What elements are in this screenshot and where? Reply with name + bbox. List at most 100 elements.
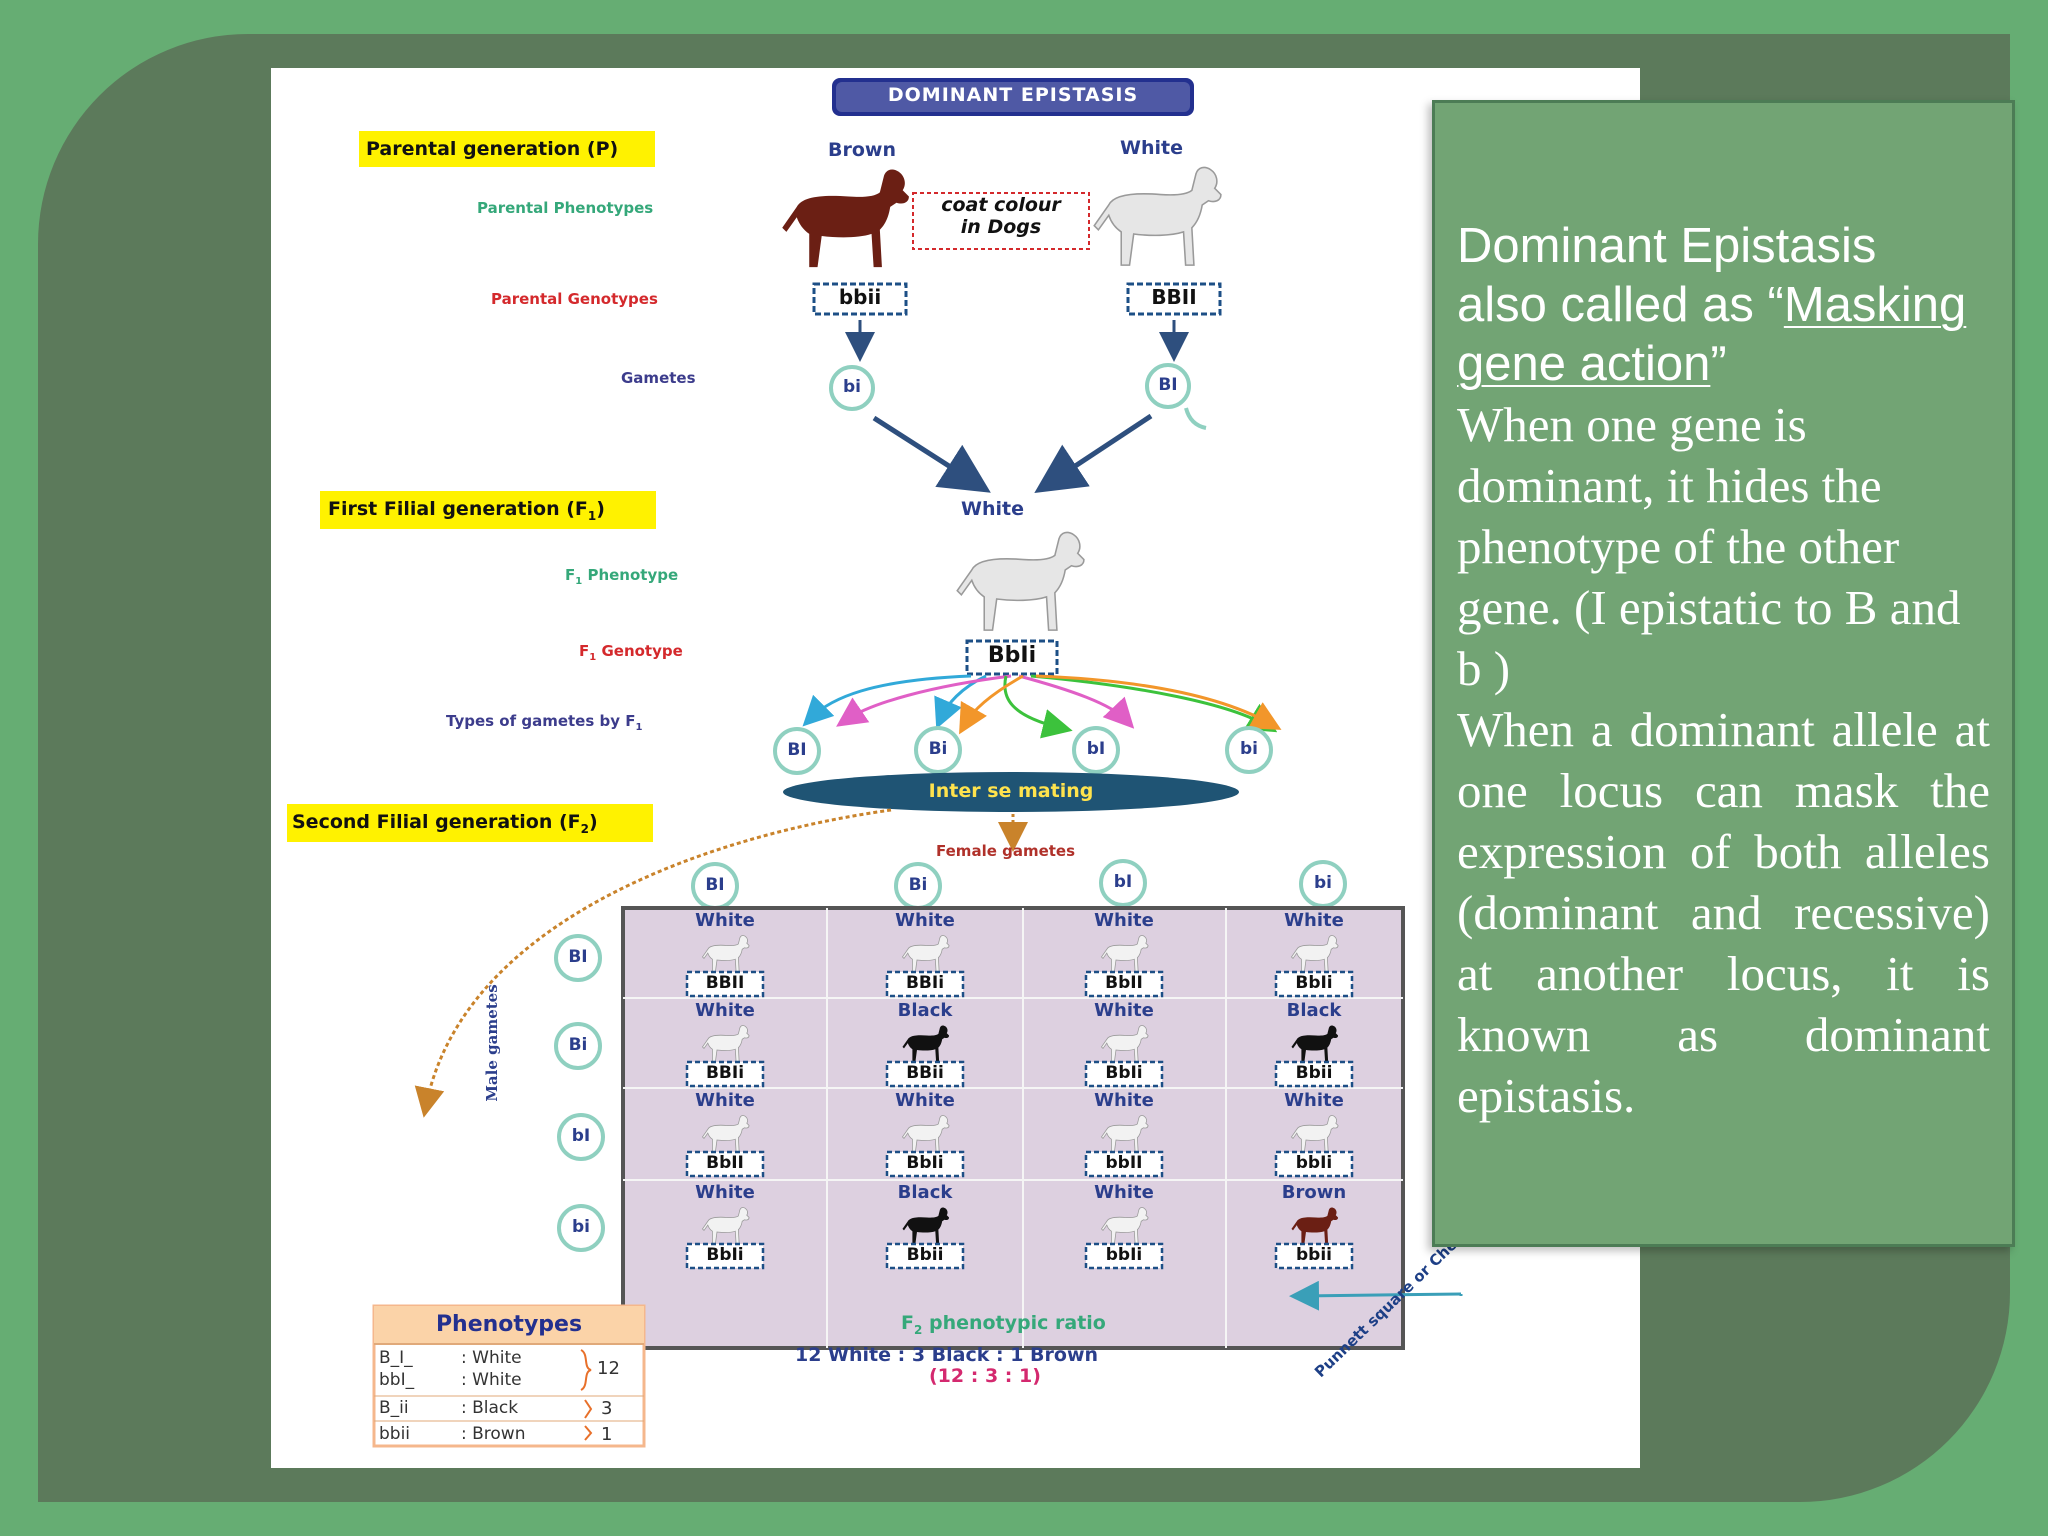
explanation-text-box: Dominant Epistasis also called as “Maski… [1432, 100, 2015, 1247]
para2-line4: (dominant and recessive) [1457, 885, 1990, 940]
punnett-phenotype: White [895, 1090, 955, 1111]
count-12: 12 [597, 1358, 620, 1379]
title-pill [832, 78, 1194, 116]
f1-gamete-2: Bi [928, 739, 948, 759]
punnett-phenotype: Black [897, 1182, 953, 1203]
punnett-genotype: BbII [1105, 973, 1143, 993]
punnett-phenotype: White [1094, 1090, 1154, 1111]
punnett-genotype: BBII [705, 973, 745, 993]
male-gamete-1: BI [568, 947, 588, 967]
phenotype-box-phenotype: : Black [461, 1398, 519, 1418]
parental-generation-highlight [359, 131, 655, 167]
parental-phenotypes-label: Parental Phenotypes [477, 199, 654, 217]
gene-action-link: gene action [1457, 337, 1711, 391]
white-label: White [1120, 137, 1183, 159]
para1-line3: phenotype of the other [1457, 519, 1900, 574]
gamete-BI-circle [1145, 363, 1191, 409]
punnett-genotype: bbII [1105, 1153, 1143, 1173]
punnett-phenotype: Black [1286, 1000, 1342, 1021]
para1-line4: gene. (I epistatic to B and [1457, 580, 1961, 635]
count-1: 1 [601, 1424, 613, 1445]
heading-line2: also called as “Masking [1457, 278, 1967, 332]
punnett-phenotype: White [695, 1000, 755, 1021]
punnett-genotype: bbii [1296, 1245, 1332, 1265]
para2-line2: one locus can mask the [1457, 763, 1990, 818]
punnett-phenotype: White [895, 910, 955, 931]
bbii-genotype-box [812, 282, 908, 316]
f1-phenotype-label: F1 Phenotype [565, 566, 679, 587]
female-gametes-label: Female gametes [936, 842, 1076, 860]
inter-se-mating-label: Inter se mating [928, 780, 1094, 802]
punnett-genotype: BbIi [1105, 1063, 1143, 1083]
brown-dog-icon [782, 169, 909, 268]
punnett-phenotype: White [1094, 1182, 1154, 1203]
punnett-phenotype: White [1094, 1000, 1154, 1021]
f1-genotype-label: F1 Genotype [579, 642, 683, 663]
ratio-numeric: (12 : 3 : 1) [929, 1365, 1041, 1387]
heading-line3: gene action” [1457, 337, 1727, 391]
coat-colour-line2: in Dogs [960, 216, 1042, 238]
gamete-bi-circle [829, 365, 875, 411]
punnett-genotype: Bbii [1295, 1063, 1333, 1083]
para1-line5: b ) [1457, 641, 1511, 696]
dominant-epistasis-diagram: DOMINANT EPISTASIS Parental generation (… [271, 68, 1640, 1468]
phenotype-box-genotype: bbI_ [379, 1370, 415, 1390]
punnett-genotype: BbII [706, 1153, 744, 1173]
para2-line5: at another locus, it is [1457, 946, 1990, 1001]
punnett-genotype: bbIi [1295, 1153, 1333, 1173]
para2-line6: known as dominant [1457, 1007, 1990, 1062]
gametes-label: Gametes [621, 369, 696, 387]
phenotype-box-genotype: B_ii [379, 1398, 409, 1418]
f1-gamete-4: bi [1240, 739, 1258, 759]
female-gamete-4: bi [1314, 873, 1332, 893]
first-filial-label: First Filial generation (F1) [328, 498, 605, 523]
gamete-bi: bi [843, 377, 861, 397]
punnett-phenotype: Brown [1281, 1182, 1347, 1203]
phenotypes-box-title: Phenotypes [435, 1312, 583, 1337]
inter-se-ellipse [783, 772, 1239, 812]
parental-generation-label: Parental generation (P) [366, 138, 619, 160]
coat-colour-box [912, 192, 1090, 250]
punnett-genotype: BbIi [1295, 973, 1333, 993]
para2-line1: When a dominant allele at [1457, 702, 1990, 757]
para1-line2: dominant, it hides the [1457, 458, 1882, 513]
male-gamete-3: bI [571, 1126, 591, 1146]
phenotype-box-genotype: B_I_ [379, 1348, 413, 1368]
types-of-gametes-label: Types of gametes by F1 [446, 712, 643, 733]
punnett-phenotype: White [1284, 910, 1344, 931]
phenotype-box-phenotype: : White [461, 1370, 522, 1390]
punnett-genotype: BbIi [906, 1153, 944, 1173]
brown-label: Brown [828, 139, 896, 161]
masking-link: Masking [1783, 278, 1967, 332]
f1-genotype-box [965, 639, 1059, 676]
second-filial-label: Second Filial generation (F2) [292, 811, 598, 836]
count-3: 3 [601, 1398, 613, 1419]
f2-highlight [287, 804, 653, 842]
coat-colour-line1: coat colour [941, 194, 1061, 216]
BBII-genotype: BBII [1151, 285, 1197, 309]
para2-line3: expression of both alleles [1457, 824, 1990, 879]
f1-gamete-1: BI [787, 740, 807, 760]
f1-gamete-3: bI [1086, 739, 1106, 759]
f1-genotype: BbIi [987, 643, 1037, 668]
punnett-genotype: Bbii [906, 1245, 944, 1265]
punnett-phenotype: White [1094, 910, 1154, 931]
phenotype-box-genotype: bbii [379, 1424, 411, 1444]
parental-genotypes-label: Parental Genotypes [491, 290, 658, 308]
phenotype-box-phenotype: : Brown [461, 1424, 526, 1444]
female-gamete-3: bI [1113, 872, 1133, 892]
punnett-genotype: BBIi [905, 973, 945, 993]
female-gamete-1: BI [705, 875, 725, 895]
male-gamete-4: bi [572, 1217, 590, 1237]
punnett-genotype: BBii [906, 1063, 944, 1083]
ratio-text: 12 White : 3 Black : 1 Brown [795, 1344, 1099, 1366]
bbii-genotype: bbii [838, 285, 882, 309]
f1-white-dog-icon [956, 531, 1085, 631]
punnett-genotype: BbIi [706, 1245, 744, 1265]
BBII-genotype-box [1126, 282, 1222, 316]
female-gamete-2: Bi [908, 875, 928, 895]
punnett-genotype: BBIi [705, 1063, 745, 1083]
para1-line1: When one gene is [1457, 397, 1807, 452]
para2-line7: epistasis. [1457, 1068, 1636, 1123]
male-gamete-2: Bi [568, 1035, 588, 1055]
